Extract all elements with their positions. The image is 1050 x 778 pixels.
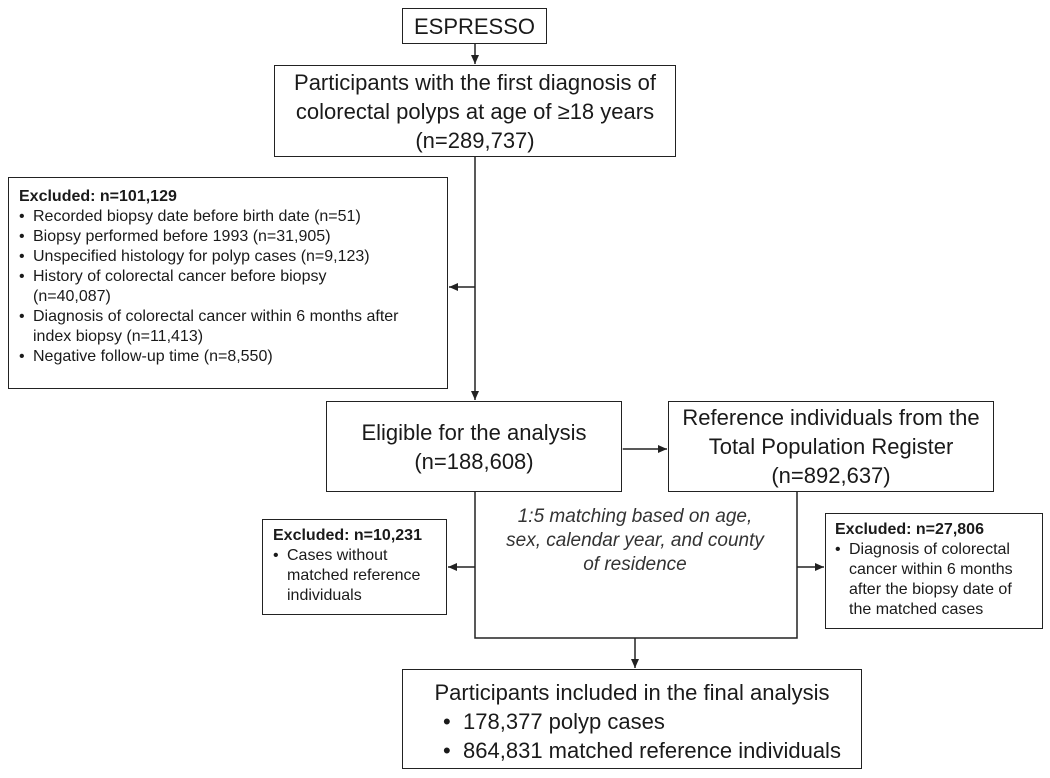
reference-line1: Reference individuals from the xyxy=(682,405,980,430)
final-title: Participants included in the final analy… xyxy=(434,680,830,705)
eligible-label: Eligible for the analysis xyxy=(361,419,587,445)
source-box: ESPRESSO xyxy=(402,8,547,44)
reference-n: (n=892,637) xyxy=(771,463,891,488)
reference-line2: Total Population Register xyxy=(708,434,954,459)
eligible-n: (n=188,608) xyxy=(414,448,534,474)
exclusion1-item: Negative follow-up time (n=8,550) xyxy=(19,347,437,367)
exclusion2-title: Excluded: n=10,231 xyxy=(273,527,422,544)
exclusion1-list: Recorded biopsy date before birth date (… xyxy=(19,207,437,367)
exclusion1-title: Excluded: n=101,129 xyxy=(19,188,177,205)
exclusion1-box: Excluded: n=101,129 Recorded biopsy date… xyxy=(8,177,448,389)
exclusion3-item: Diagnosis of colorectal cancer within 6 … xyxy=(835,540,1033,620)
initial-n: (n=289,737) xyxy=(415,127,535,153)
exclusion2-box: Excluded: n=10,231 Cases without matched… xyxy=(262,519,447,615)
exclusion2-item: Cases without matched reference individu… xyxy=(273,546,436,606)
exclusion3-title: Excluded: n=27,806 xyxy=(835,521,984,538)
exclusion1-item: History of colorectal cancer before biop… xyxy=(19,267,363,307)
eligible-box: Eligible for the analysis (n=188,608) xyxy=(326,401,622,492)
matching-note: 1:5 matching based on age, sex, calendar… xyxy=(505,505,765,577)
exclusion1-item: Unspecified histology for polyp cases (n… xyxy=(19,247,437,267)
final-list: 178,377 polyp cases 864,831 matched refe… xyxy=(443,707,841,765)
exclusion1-item: Diagnosis of colorectal cancer within 6 … xyxy=(19,307,413,347)
source-label: ESPRESSO xyxy=(413,13,536,39)
initial-line2: colorectal polyps at age of ≥18 years xyxy=(295,98,655,124)
initial-cohort-box: Participants with the first diagnosis of… xyxy=(274,65,676,157)
exclusion2-list: Cases without matched reference individu… xyxy=(273,546,436,606)
matching-text: 1:5 matching based on age, sex, calendar… xyxy=(506,506,764,575)
final-box: Participants included in the final analy… xyxy=(402,669,862,769)
initial-line1: Participants with the first diagnosis of xyxy=(294,69,656,95)
exclusion1-item: Biopsy performed before 1993 (n=31,905) xyxy=(19,227,437,247)
exclusion3-list: Diagnosis of colorectal cancer within 6 … xyxy=(835,540,1033,620)
final-item: 864,831 matched reference individuals xyxy=(443,736,841,765)
matching-connector xyxy=(474,492,798,639)
reference-box: Reference individuals from the Total Pop… xyxy=(668,401,994,492)
final-item: 178,377 polyp cases xyxy=(443,707,841,736)
exclusion3-box: Excluded: n=27,806 Diagnosis of colorect… xyxy=(825,513,1043,629)
exclusion1-item: Recorded biopsy date before birth date (… xyxy=(19,207,437,227)
